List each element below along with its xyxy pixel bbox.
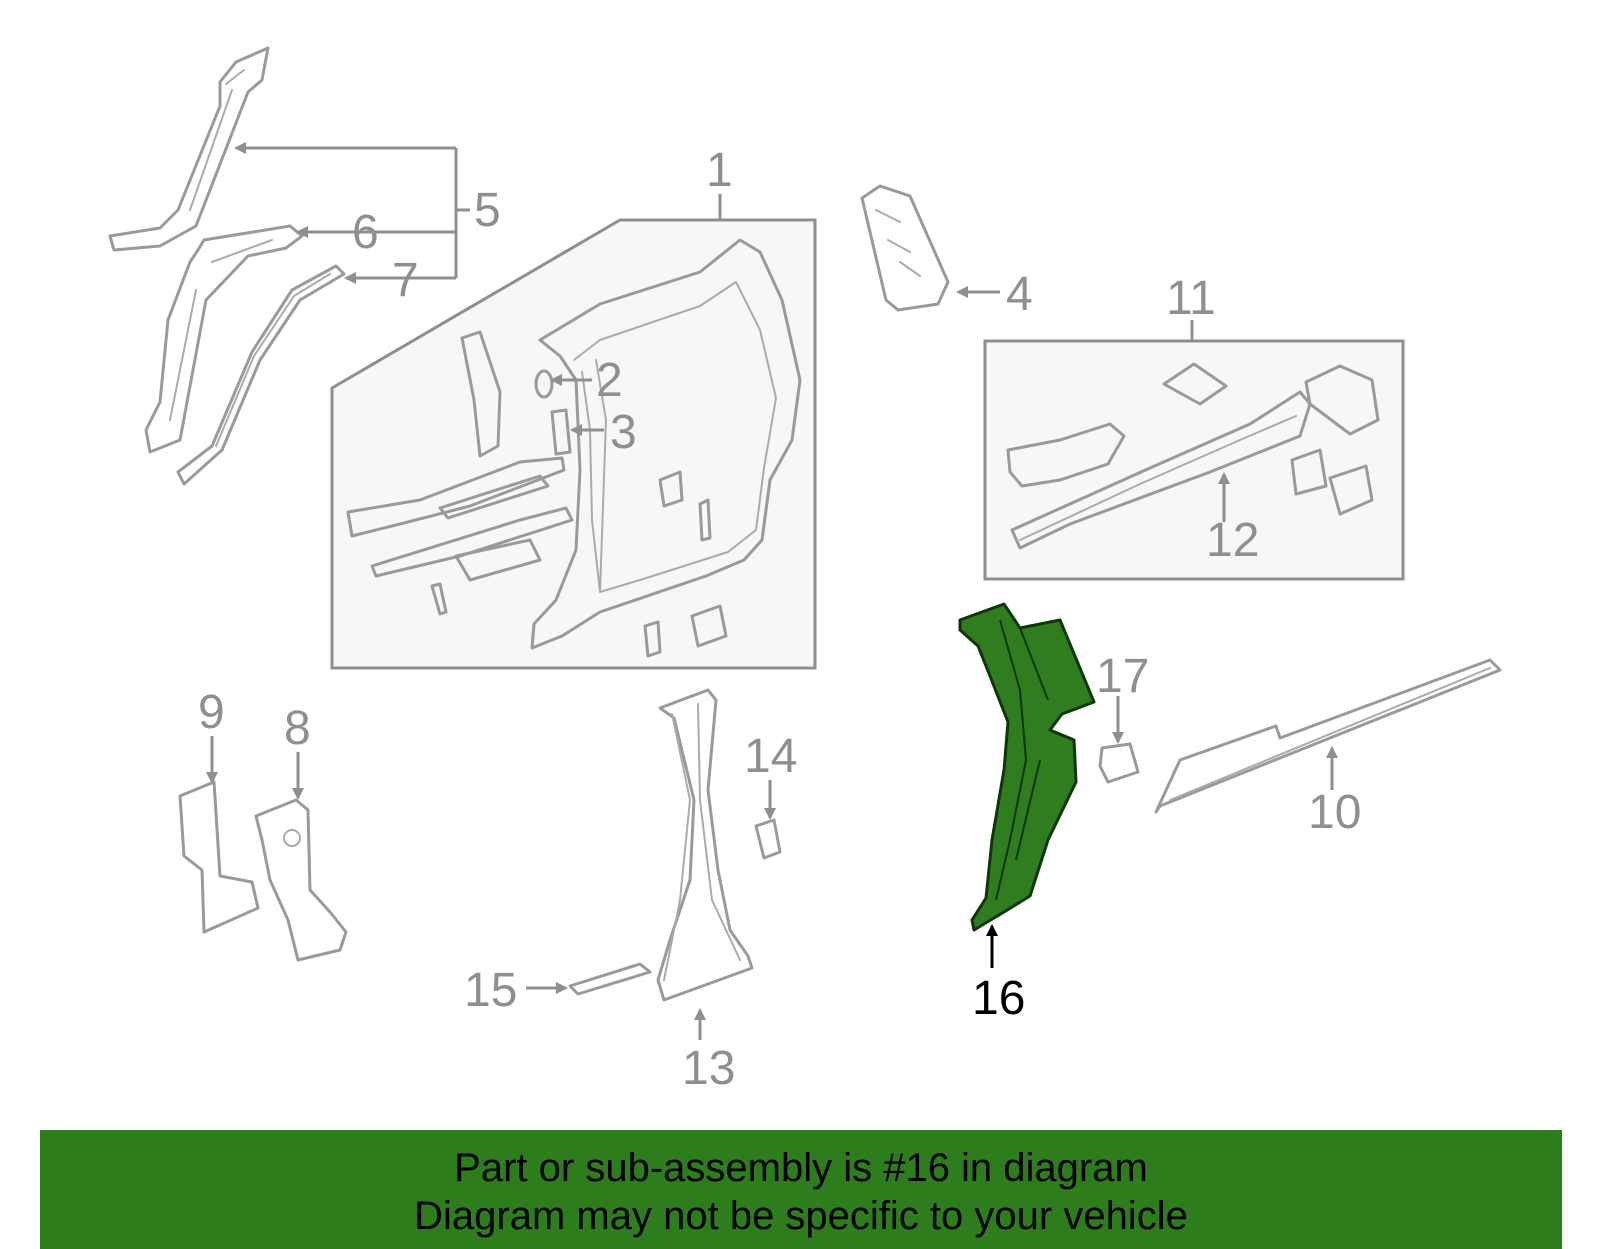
rocker-panel-part-10	[1154, 658, 1502, 814]
callout-11: 11	[1166, 272, 1216, 325]
callout-14: 14	[744, 730, 797, 783]
callout-12: 12	[1206, 514, 1259, 567]
rocker-assembly-part-11	[1006, 362, 1380, 550]
callout-2: 2	[596, 354, 623, 407]
callout-3: 3	[610, 406, 637, 459]
callout-1: 1	[706, 144, 733, 197]
callout-15: 15	[464, 964, 517, 1017]
callout-6: 6	[352, 206, 379, 259]
banner-line-disclaimer: Diagram may not be specific to your vehi…	[414, 1194, 1188, 1238]
callout-7: 7	[392, 254, 419, 307]
callout-13: 13	[682, 1042, 735, 1095]
callout-8: 8	[284, 702, 311, 755]
callout-16: 16	[972, 972, 1025, 1025]
arrowheads	[206, 142, 1338, 1020]
callout-17: 17	[1096, 650, 1149, 703]
highlighted-pillar-part-16	[958, 602, 1096, 932]
callout-5: 5	[474, 184, 501, 237]
group-box-part-1	[330, 218, 817, 670]
arrowhead-16	[986, 924, 998, 936]
center-pillar-part-13	[656, 688, 754, 1002]
plug-part-2	[534, 369, 554, 399]
banner-line-part-number: Part or sub-assembly is #16 in diagram	[454, 1146, 1148, 1190]
callout-10: 10	[1308, 786, 1361, 839]
plug-part-3	[550, 408, 572, 456]
callout-4: 4	[1006, 268, 1033, 321]
bracket-part-17	[1098, 742, 1140, 784]
bracket-part-4	[860, 184, 950, 312]
info-banner: Part or sub-assembly is #16 in diagram D…	[40, 1130, 1562, 1249]
leader-lines	[210, 146, 1334, 1040]
bracket-part-14	[754, 818, 782, 860]
body-side-assembly-part-1	[346, 238, 802, 658]
callout-9: 9	[198, 686, 225, 739]
reinforcement-part-9	[178, 780, 260, 934]
reinforcement-part-8	[254, 798, 348, 962]
patch-part-15	[568, 962, 652, 996]
pillar-parts-5-6-7	[108, 46, 346, 486]
